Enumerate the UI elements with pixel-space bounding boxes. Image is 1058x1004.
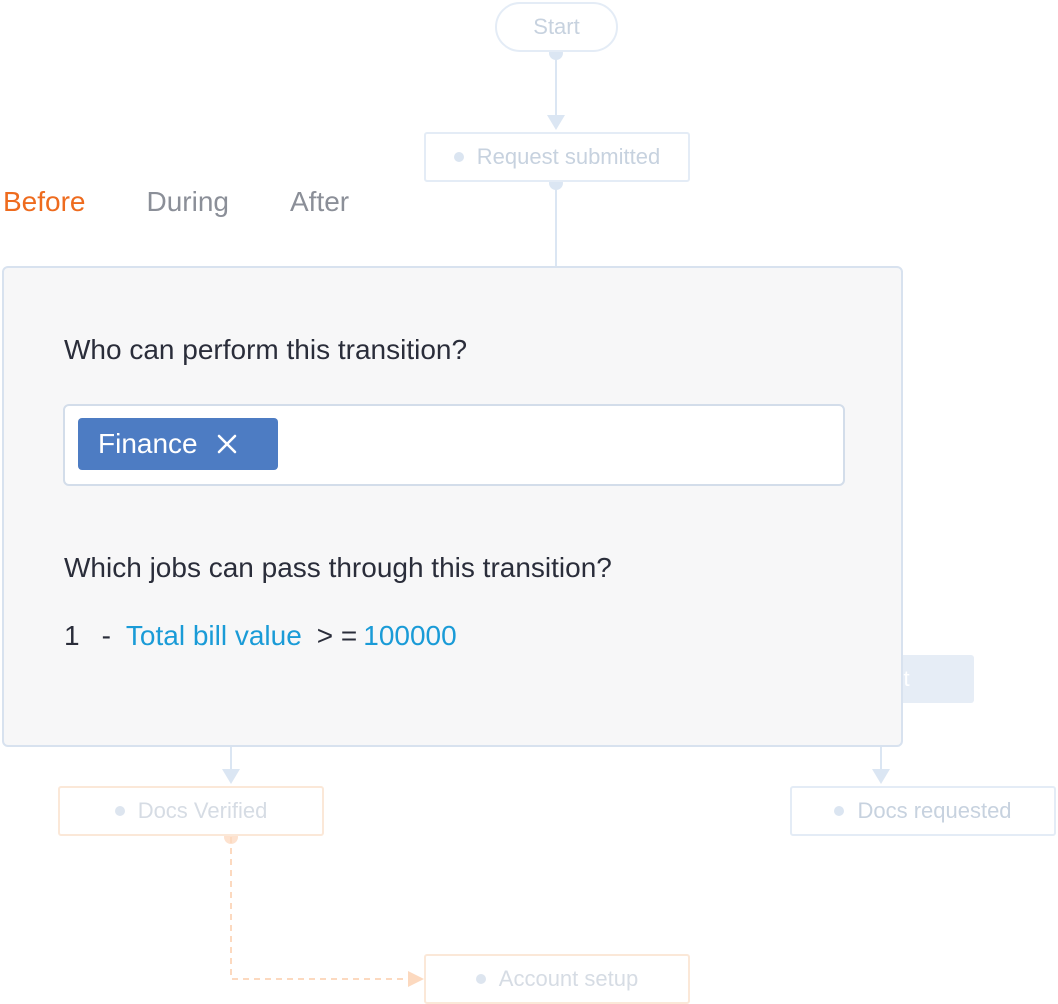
workflow-node-label: Docs requested [857, 798, 1012, 823]
transition-tabs: Before During After [3, 182, 349, 222]
condition-separator: - [101, 620, 111, 651]
workflow-node-label: Account setup [498, 966, 639, 991]
condition-row: 1-Total bill value > =100000 [64, 616, 457, 656]
close-icon[interactable] [216, 433, 238, 455]
workflow-node-account-setup[interactable]: Account setup [424, 954, 690, 1004]
workflow-node-docs-requested[interactable]: Docs requested [790, 786, 1056, 836]
condition-field[interactable]: Total bill value [125, 620, 302, 651]
workflow-node-label: Docs Verified [137, 798, 268, 823]
status-dot-icon [834, 806, 845, 816]
performers-question: Who can perform this transition? [64, 334, 468, 365]
tab-before[interactable]: Before [3, 186, 86, 217]
performer-chip-label: Finance [98, 428, 198, 459]
workflow-node-start[interactable]: Start [495, 2, 618, 52]
condition-index: 1 [64, 620, 80, 651]
tab-after[interactable]: After [289, 186, 350, 217]
performers-input[interactable]: Finance [63, 404, 845, 486]
jobs-question: Which jobs can pass through this transit… [64, 552, 612, 583]
status-dot-icon [114, 806, 125, 816]
status-dot-icon [453, 152, 464, 162]
condition-operator[interactable]: > = [316, 620, 358, 651]
transition-settings-panel: Who can perform this transition? Finance… [2, 266, 903, 747]
condition-value[interactable]: 100000 [363, 620, 457, 651]
workflow-node-docs-verified[interactable]: Docs Verified [58, 786, 324, 836]
workflow-node-label: Start [533, 14, 580, 39]
tab-during[interactable]: During [146, 186, 229, 217]
performer-chip[interactable]: Finance [78, 418, 278, 470]
status-dot-icon [475, 974, 486, 984]
workflow-node-request-submitted[interactable]: Request submitted [424, 132, 690, 182]
workflow-node-label: Request submitted [476, 144, 661, 169]
